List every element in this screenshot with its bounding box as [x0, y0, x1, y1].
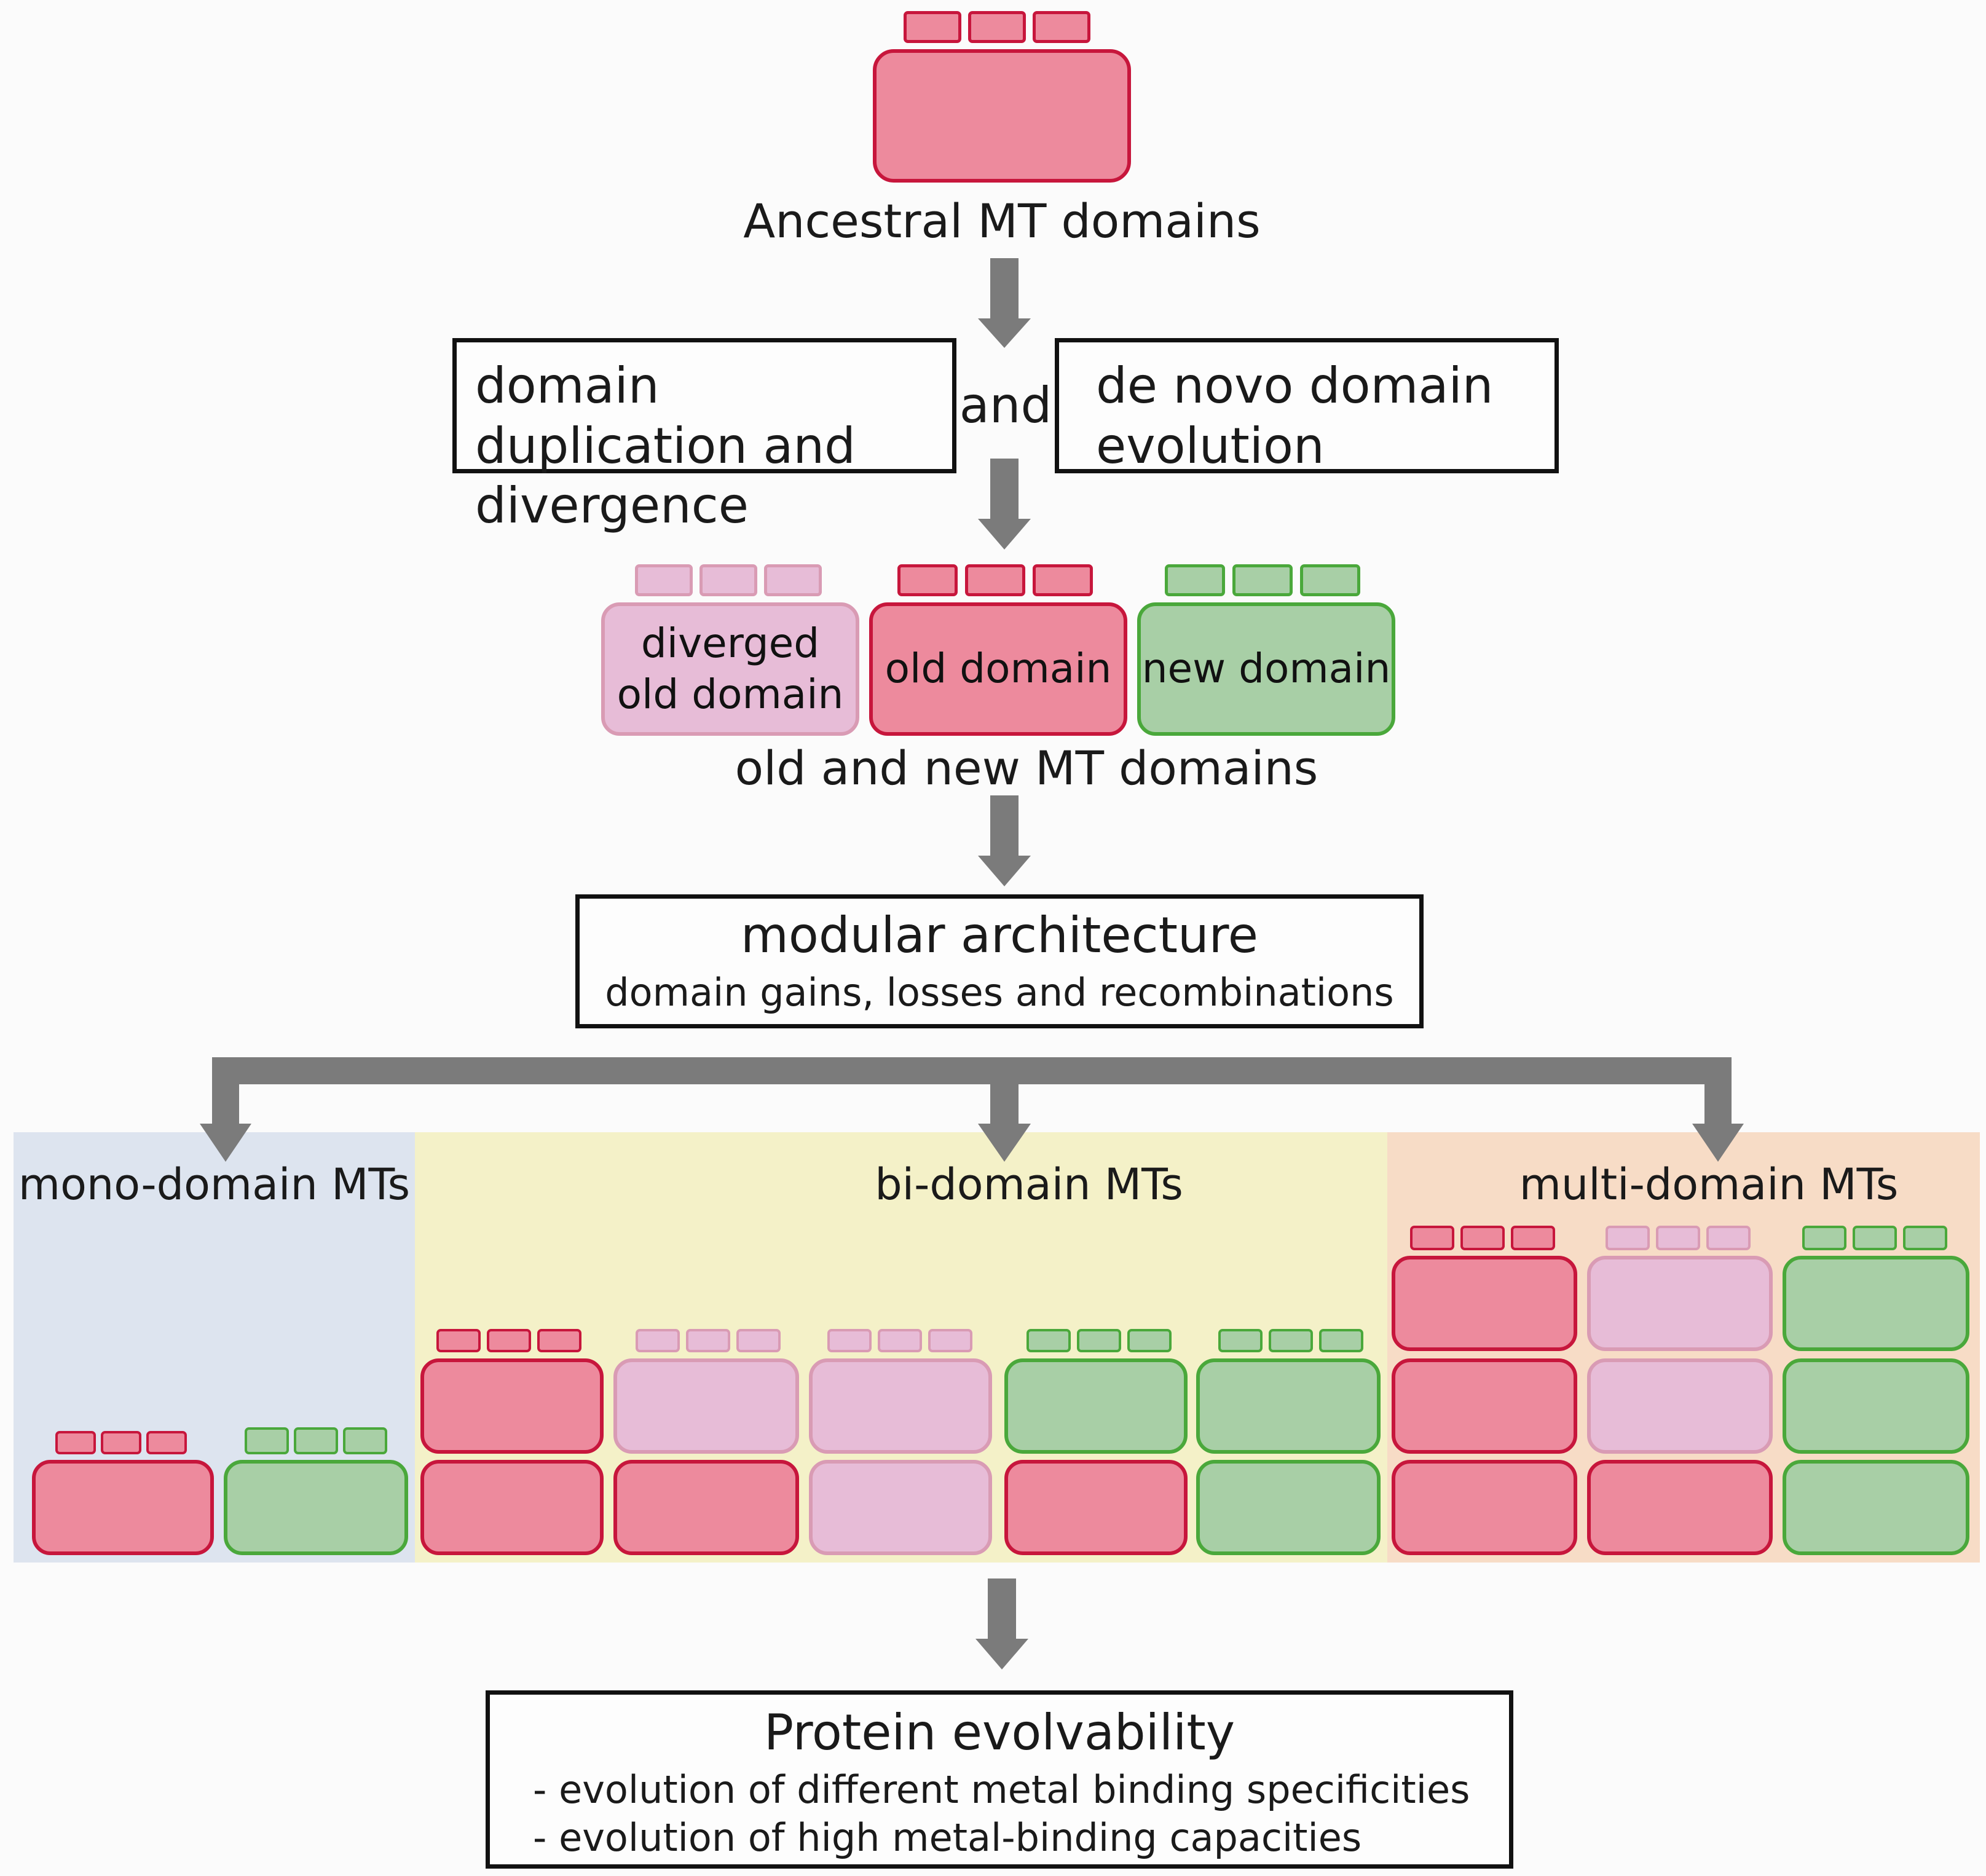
arrow-categories-to-evolvability: [975, 1578, 1028, 1669]
arrow-branch-bar: [200, 1057, 1744, 1162]
evolvability-point-2: - evolution of high metal-binding capaci…: [533, 1815, 1362, 1860]
bi2-top-domain: [613, 1358, 799, 1454]
bi1-tab: [436, 1329, 481, 1352]
new-tab-1: [1165, 564, 1225, 596]
mono1-tab: [146, 1431, 187, 1454]
bi4-tab: [1127, 1329, 1172, 1352]
multi1-tab: [1410, 1226, 1454, 1250]
domains-caption: old and new MT domains: [735, 741, 1318, 795]
modular-architecture-box: modular architecture domain gains, losse…: [575, 894, 1424, 1028]
multi3-domain-1: [1783, 1256, 1969, 1351]
ancestral-tab-1: [904, 11, 961, 43]
bi2-tab: [736, 1329, 781, 1352]
bi2-tab: [686, 1329, 730, 1352]
mono-green-domain: [224, 1460, 408, 1555]
bi4-tab: [1077, 1329, 1121, 1352]
new-tab-2: [1232, 564, 1293, 596]
bi5-top-domain: [1196, 1358, 1381, 1454]
multi-domain-label: multi-domain MTs: [1519, 1159, 1899, 1210]
multi2-tab: [1656, 1226, 1700, 1250]
diverged-tab-1: [635, 564, 693, 596]
multi2-domain-1: [1587, 1256, 1773, 1351]
bi2-tab: [636, 1329, 680, 1352]
diverged-tab-3: [764, 564, 822, 596]
bi1-bottom-domain: [420, 1460, 604, 1555]
multi3-tab: [1802, 1226, 1846, 1250]
duplication-box: domain duplication and divergence: [452, 338, 956, 534]
multi3-domain-3: [1783, 1460, 1969, 1555]
diverged-domain-block: diverged old domain: [601, 602, 859, 736]
multi2-tab: [1706, 1226, 1751, 1250]
bi3-bottom-domain: [809, 1460, 992, 1555]
de-novo-box: de novo domain evolution: [1055, 338, 1559, 475]
modular-subtitle: domain gains, losses and recombinations: [605, 970, 1394, 1015]
bi2-bottom-domain: [613, 1460, 799, 1555]
multi3-tab: [1903, 1226, 1947, 1250]
mono2-tab: [343, 1427, 387, 1454]
old-tab-3: [1033, 564, 1093, 596]
ancestral-tab-2: [968, 11, 1026, 43]
diverged-tab-2: [699, 564, 757, 596]
old-tab-1: [897, 564, 958, 596]
mono1-tab: [55, 1431, 96, 1454]
multi1-tab: [1511, 1226, 1555, 1250]
ancestral-tab-3: [1033, 11, 1090, 43]
arrow-domains-to-modular: [978, 795, 1031, 886]
multi1-domain-1: [1392, 1256, 1577, 1351]
mono2-tab: [294, 1427, 338, 1454]
and-connector: and: [959, 377, 1052, 434]
multi2-domain-3: [1587, 1460, 1773, 1555]
bi1-tab: [487, 1329, 531, 1352]
arrow-ancestral-to-mechanisms: [978, 258, 1031, 348]
arrow-mechanisms-to-domains: [978, 459, 1031, 550]
modular-title: modular architecture: [741, 907, 1258, 964]
bi5-bottom-domain: [1196, 1460, 1381, 1555]
multi1-tab: [1460, 1226, 1505, 1250]
multi3-domain-2: [1783, 1358, 1969, 1454]
multi2-tab: [1606, 1226, 1650, 1250]
duplication-text: domain duplication and divergence: [475, 357, 856, 535]
ancestral-domain-block: [873, 49, 1131, 183]
new-tab-3: [1300, 564, 1360, 596]
ancestral-label: Ancestral MT domains: [743, 194, 1261, 248]
diverged-domain-label: diverged old domain: [617, 620, 844, 718]
bi1-tab: [537, 1329, 581, 1352]
mono1-tab: [101, 1431, 141, 1454]
bi4-tab: [1026, 1329, 1071, 1352]
old-tab-2: [965, 564, 1025, 596]
evolvability-box: Protein evolvability - evolution of diff…: [486, 1690, 1513, 1869]
bi3-tab: [928, 1329, 972, 1352]
new-domain-block: new domain: [1137, 602, 1395, 736]
mono-red-domain: [32, 1460, 214, 1555]
bi3-tab: [827, 1329, 872, 1352]
bi5-tab: [1319, 1329, 1363, 1352]
multi1-domain-3: [1392, 1460, 1577, 1555]
new-domain-label: new domain: [1141, 645, 1391, 693]
multi2-domain-2: [1587, 1358, 1773, 1454]
bi5-tab: [1269, 1329, 1313, 1352]
bi3-top-domain: [809, 1358, 992, 1454]
old-domain-block: old domain: [869, 602, 1127, 736]
bi3-tab: [878, 1329, 922, 1352]
evolvability-title: Protein evolvability: [763, 1704, 1235, 1761]
mono2-tab: [245, 1427, 289, 1454]
evolvability-point-1: - evolution of different metal binding s…: [533, 1767, 1470, 1812]
bi-domain-label: bi-domain MTs: [875, 1159, 1183, 1210]
old-domain-label: old domain: [885, 645, 1112, 693]
de-novo-text: de novo domain evolution: [1096, 357, 1494, 475]
mono-domain-label: mono-domain MTs: [18, 1159, 411, 1210]
bi4-bottom-domain: [1004, 1460, 1188, 1555]
bi1-top-domain: [420, 1358, 604, 1454]
bi5-tab: [1218, 1329, 1263, 1352]
bi4-top-domain: [1004, 1358, 1188, 1454]
multi3-tab: [1853, 1226, 1897, 1250]
multi1-domain-2: [1392, 1358, 1577, 1454]
